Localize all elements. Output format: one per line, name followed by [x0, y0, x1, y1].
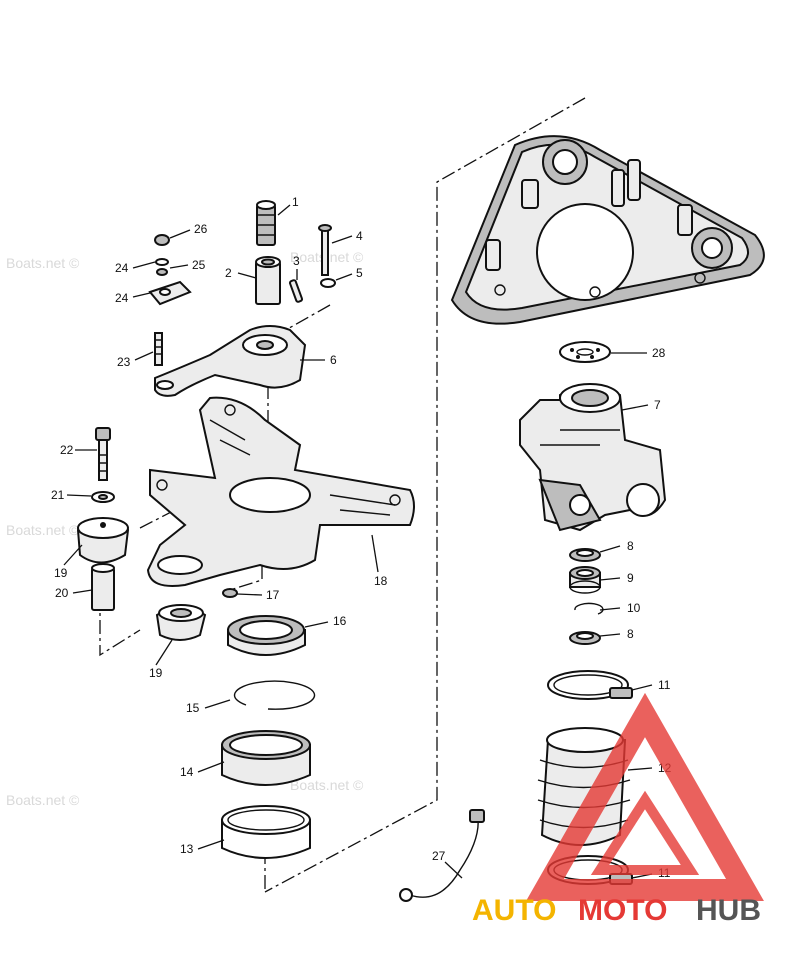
watermark-left-mid: Boats.net ©: [6, 522, 80, 538]
logo-text-hub: HUB: [696, 894, 761, 927]
part-15-retaining-ring: [233, 680, 316, 710]
part-13-sleeve: [221, 805, 311, 859]
part-18-swivel-housing: [146, 396, 415, 587]
callout-19-upper: 19: [54, 566, 68, 580]
part-23-stud: [154, 332, 163, 366]
callout-22: 22: [60, 443, 74, 457]
part-14-bearing: [221, 730, 311, 786]
part-9-bearing: [569, 566, 601, 594]
callout-10: 10: [627, 601, 641, 615]
callout-13: 13: [180, 842, 194, 856]
centerline-main: [264, 97, 586, 893]
leader-2: [237, 272, 257, 279]
leader-12: [627, 767, 653, 771]
leader-17: [236, 593, 263, 596]
part-4-bolt: [318, 224, 332, 276]
callout-24-upper: 24: [115, 261, 129, 275]
part-19-mount-lower: [155, 604, 207, 641]
centerline-mount-top: [139, 509, 176, 529]
part-6-steering-lever: [154, 325, 307, 397]
part-27-ground-wire: [399, 809, 485, 902]
leader-24a: [132, 261, 156, 269]
leader-20: [72, 589, 93, 594]
callout-27: 27: [432, 849, 446, 863]
callout-14: 14: [180, 765, 194, 779]
part-22-bolt: [95, 427, 111, 481]
leader-7: [621, 404, 649, 411]
part-7-bell-housing: [519, 383, 667, 532]
leader-9: [599, 577, 621, 581]
leader-14: [197, 761, 225, 773]
leader-23: [134, 351, 154, 361]
part-26-nut: [154, 234, 170, 246]
callout-28: 28: [652, 346, 666, 360]
callout-20: 20: [55, 586, 69, 600]
part-10-retaining-ring: [574, 602, 604, 615]
callout-8-upper: 8: [627, 539, 634, 553]
leader-13: [197, 839, 225, 850]
gimbal-housing: [450, 135, 765, 325]
callout-8-lower: 8: [627, 627, 634, 641]
watermark-center-bottom: Boats.net ©: [290, 777, 364, 793]
leader-24b: [132, 292, 151, 298]
callout-18: 18: [374, 574, 388, 588]
leader-19b: [155, 639, 173, 666]
callout-25: 25: [192, 258, 206, 272]
callout-17: 17: [266, 588, 280, 602]
part-5-washer: [320, 278, 336, 288]
leader-8b: [599, 633, 621, 637]
callout-16: 16: [333, 614, 347, 628]
callout-21: 21: [51, 488, 65, 502]
leader-25: [169, 264, 189, 269]
callout-9: 9: [627, 571, 634, 585]
leader-4: [331, 235, 353, 244]
automotohub-logo: AUTO MOTO HUB: [472, 692, 764, 927]
part-24-bushing: [148, 280, 192, 306]
leader-27: [444, 861, 463, 879]
part-8-bearing-upper: [569, 548, 601, 562]
part-16-seal: [227, 615, 306, 656]
part-8-bearing-lower: [569, 631, 601, 645]
leader-8a: [599, 545, 621, 553]
part-25-spring: [156, 268, 168, 276]
callout-3: 3: [293, 254, 300, 268]
part-11-clamp-upper: [547, 670, 633, 700]
leader-19a: [63, 544, 83, 566]
part-24-washer-upper: [155, 258, 169, 266]
leader-18: [371, 534, 379, 573]
leader-16: [304, 621, 329, 628]
callout-7: 7: [654, 398, 661, 412]
part-3-pin: [288, 279, 304, 303]
callout-5: 5: [356, 266, 363, 280]
leader-15: [204, 699, 231, 709]
callout-19-lower: 19: [149, 666, 163, 680]
leader-1: [277, 204, 291, 216]
callout-1: 1: [292, 195, 299, 209]
leader-11a: [631, 684, 653, 691]
callout-26: 26: [194, 222, 208, 236]
callout-4: 4: [356, 229, 363, 243]
logo-text-auto: AUTO: [472, 894, 556, 927]
callout-2: 2: [225, 266, 232, 280]
part-21-washer: [91, 491, 115, 503]
logo-text-moto: MOTO: [578, 894, 667, 927]
leader-10: [599, 607, 621, 611]
part-19-mount-upper: [76, 517, 130, 564]
callout-6: 6: [330, 353, 337, 367]
part-28-gasket: [559, 341, 611, 363]
watermark-left-top: Boats.net ©: [6, 255, 80, 271]
part-1-sleeve: [256, 200, 276, 246]
callout-23: 23: [117, 355, 131, 369]
callout-15: 15: [186, 701, 200, 715]
leader-26: [169, 229, 191, 239]
callout-11-upper: 11: [658, 678, 671, 692]
leader-5: [335, 273, 353, 281]
part-20-spacer: [91, 563, 115, 611]
watermark-left-bottom: Boats.net ©: [6, 792, 80, 808]
callout-24-lower: 24: [115, 291, 129, 305]
part-2-bushing: [255, 256, 281, 305]
leader-21: [66, 494, 92, 497]
part-17-screw: [222, 588, 238, 598]
